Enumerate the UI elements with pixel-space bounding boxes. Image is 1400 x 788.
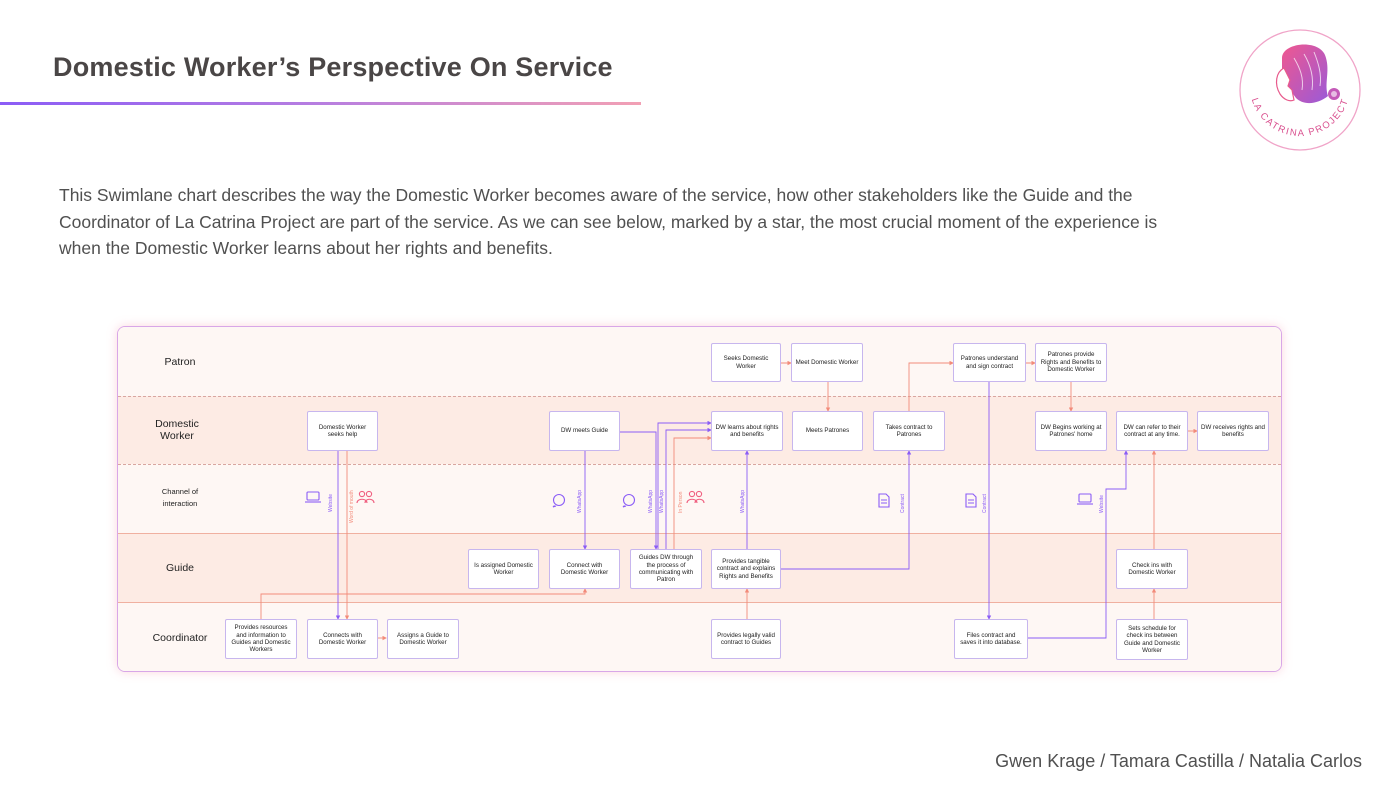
node-check-ins: Check ins with Domestic Worker [1116, 549, 1188, 589]
node-dw-meets-guide: DW meets Guide [549, 411, 620, 451]
node-provides-resources: Provides resources and information to Gu… [225, 619, 297, 659]
lane-channel [118, 464, 1281, 533]
lane-label-coordinator: Coordinator [152, 631, 208, 644]
people-icon [686, 490, 705, 504]
lane-label-patron: Patron [164, 355, 196, 368]
laptop-icon [305, 491, 321, 503]
document-icon [965, 493, 977, 508]
node-sets-schedule: Sets schedule for check ins between Guid… [1116, 619, 1188, 660]
node-patrones-provide-rights: Patrones provide Rights and Benefits to … [1035, 343, 1107, 382]
channel-label-in-person: In Person [678, 491, 684, 513]
swimlane-chart: Patron Domestic Worker Channel of intera… [117, 326, 1282, 672]
node-is-assigned: Is assigned Domestic Worker [468, 549, 539, 589]
node-provides-legal-contract: Provides legally valid contract to Guide… [711, 619, 781, 659]
node-seeks-domestic-worker: Seeks Domestic Worker [711, 343, 781, 382]
node-connect-with-dw: Connect with Domestic Worker [549, 549, 620, 589]
laptop-icon [1077, 493, 1093, 505]
node-dw-seeks-help: Domestic Worker seeks help [307, 411, 378, 451]
node-dw-begins-working: DW Begins working at Patrones' home [1035, 411, 1107, 451]
document-icon [878, 493, 890, 508]
lane-label-guide: Guide [165, 561, 195, 574]
node-dw-can-refer: DW can refer to their contract at any ti… [1116, 411, 1188, 451]
channel-label-website: Website [1099, 495, 1105, 513]
credits: Gwen Krage / Tamara Castilla / Natalia C… [995, 751, 1362, 771]
people-icon [356, 490, 375, 504]
page-title: Domestic Worker’s Perspective On Service [53, 52, 613, 82]
node-assigns-guide: Assigns a Guide to Domestic Worker [387, 619, 459, 659]
node-dw-receives-rights: DW receives rights and benefits [1197, 411, 1269, 451]
node-provides-tangible-contract: Provides tangible contract and explains … [711, 549, 781, 589]
channel-label-contract: Contract [900, 493, 906, 513]
whatsapp-icon [622, 493, 636, 508]
node-meets-patrones: Meets Patrones [792, 411, 863, 451]
node-dw-learns-rights: DW learns about rights and benefits [711, 411, 783, 451]
channel-label-contract: Contract [982, 493, 988, 513]
node-guides-dw: Guides DW through the process of communi… [630, 549, 702, 589]
la-catrina-project-logo: LA CATRINA PROJECT [1239, 29, 1361, 151]
channel-label-whatsapp: WhatsApp [648, 490, 654, 513]
node-files-contract: Files contract and saves it into databas… [954, 619, 1028, 659]
channel-label-word-of-mouth: Word of mouth [349, 490, 355, 523]
node-patrones-sign-contract: Patrones understand and sign contract [953, 343, 1026, 382]
node-connects-with-dw: Connects with Domestic Worker [307, 619, 378, 659]
channel-label-whatsapp: WhatsApp [577, 490, 583, 513]
title-underline [0, 102, 641, 105]
flow-connectors: Website Word of mouth WhatsApp WhatsApp … [260, 360, 1198, 641]
channel-label-whatsapp: WhatsApp [740, 490, 746, 513]
channel-label-website: Website [328, 494, 334, 512]
lane-label-domestic-worker: Domestic Worker [155, 418, 199, 442]
whatsapp-icon [552, 493, 566, 508]
intro-paragraph: This Swimlane chart describes the way th… [59, 185, 1158, 258]
node-meet-domestic-worker: Meet Domestic Worker [791, 343, 863, 382]
node-takes-contract: Takes contract to Patrones [873, 411, 945, 451]
channel-label-whatsapp: WhatsApp [659, 490, 665, 513]
lane-label-channel: Channel of interaction [161, 487, 199, 508]
